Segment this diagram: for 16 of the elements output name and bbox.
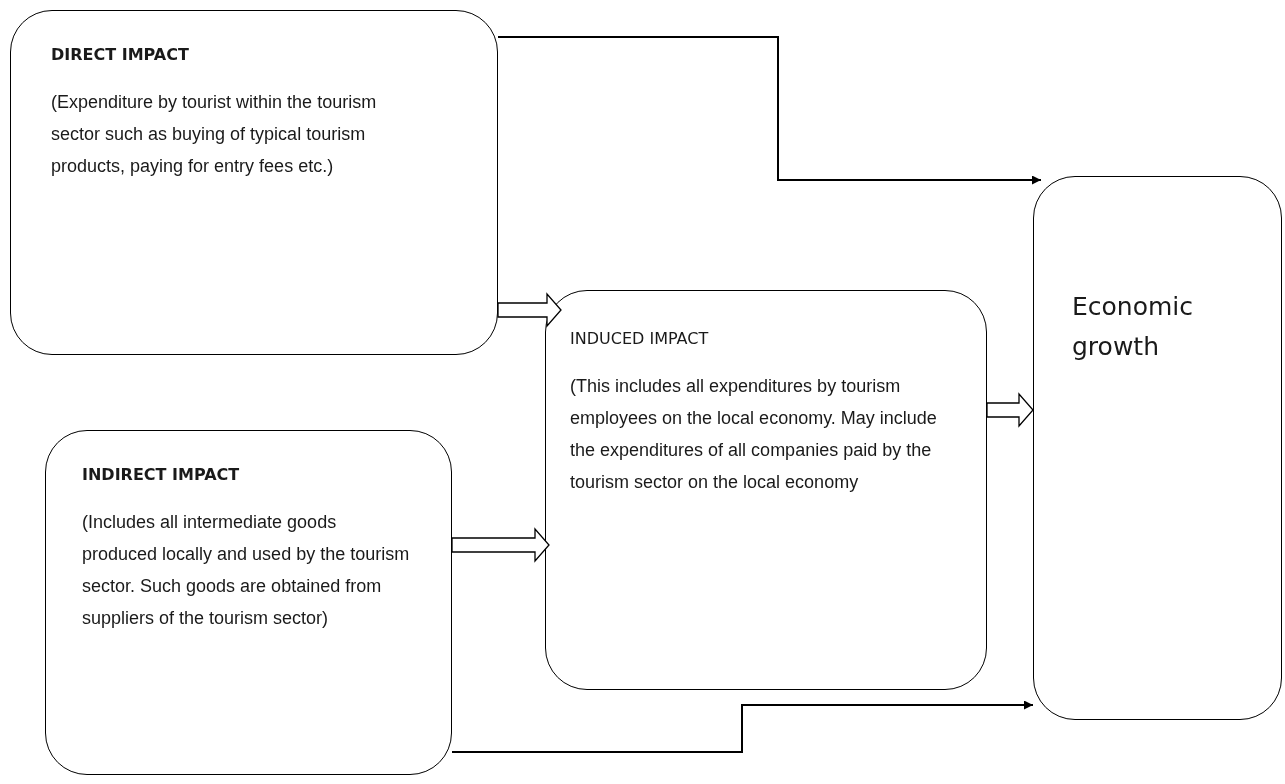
box-description: (Expenditure by tourist within the tourism sector such as buying of typical tourism products, paying for entry fees etc.) <box>51 90 378 178</box>
box-description: (Includes all intermediate goods produced locally and used by the tourism sector. Such goods are obtained from suppliers of the tourism sector) <box>82 510 411 630</box>
block-arrow <box>497 292 562 328</box>
box-heading: Economic growth <box>1072 291 1195 363</box>
arrow <box>497 36 1042 185</box>
impact-box <box>545 290 987 690</box>
box-heading: DIRECT IMPACT <box>51 45 190 66</box>
impact-box <box>45 430 452 775</box>
box-heading: INDIRECT IMPACT <box>82 465 241 486</box>
block-arrow <box>451 527 550 563</box>
impact-box <box>10 10 498 355</box>
block-arrow <box>986 392 1034 428</box>
box-heading: INDUCED IMPACT <box>570 329 710 350</box>
box-description: (This includes all expenditures by tourism employees on the local economy. May include the expenditures of all companies paid by the tourism sector on the local economy <box>570 374 938 494</box>
arrow <box>451 700 1034 753</box>
result-box <box>1033 176 1282 720</box>
